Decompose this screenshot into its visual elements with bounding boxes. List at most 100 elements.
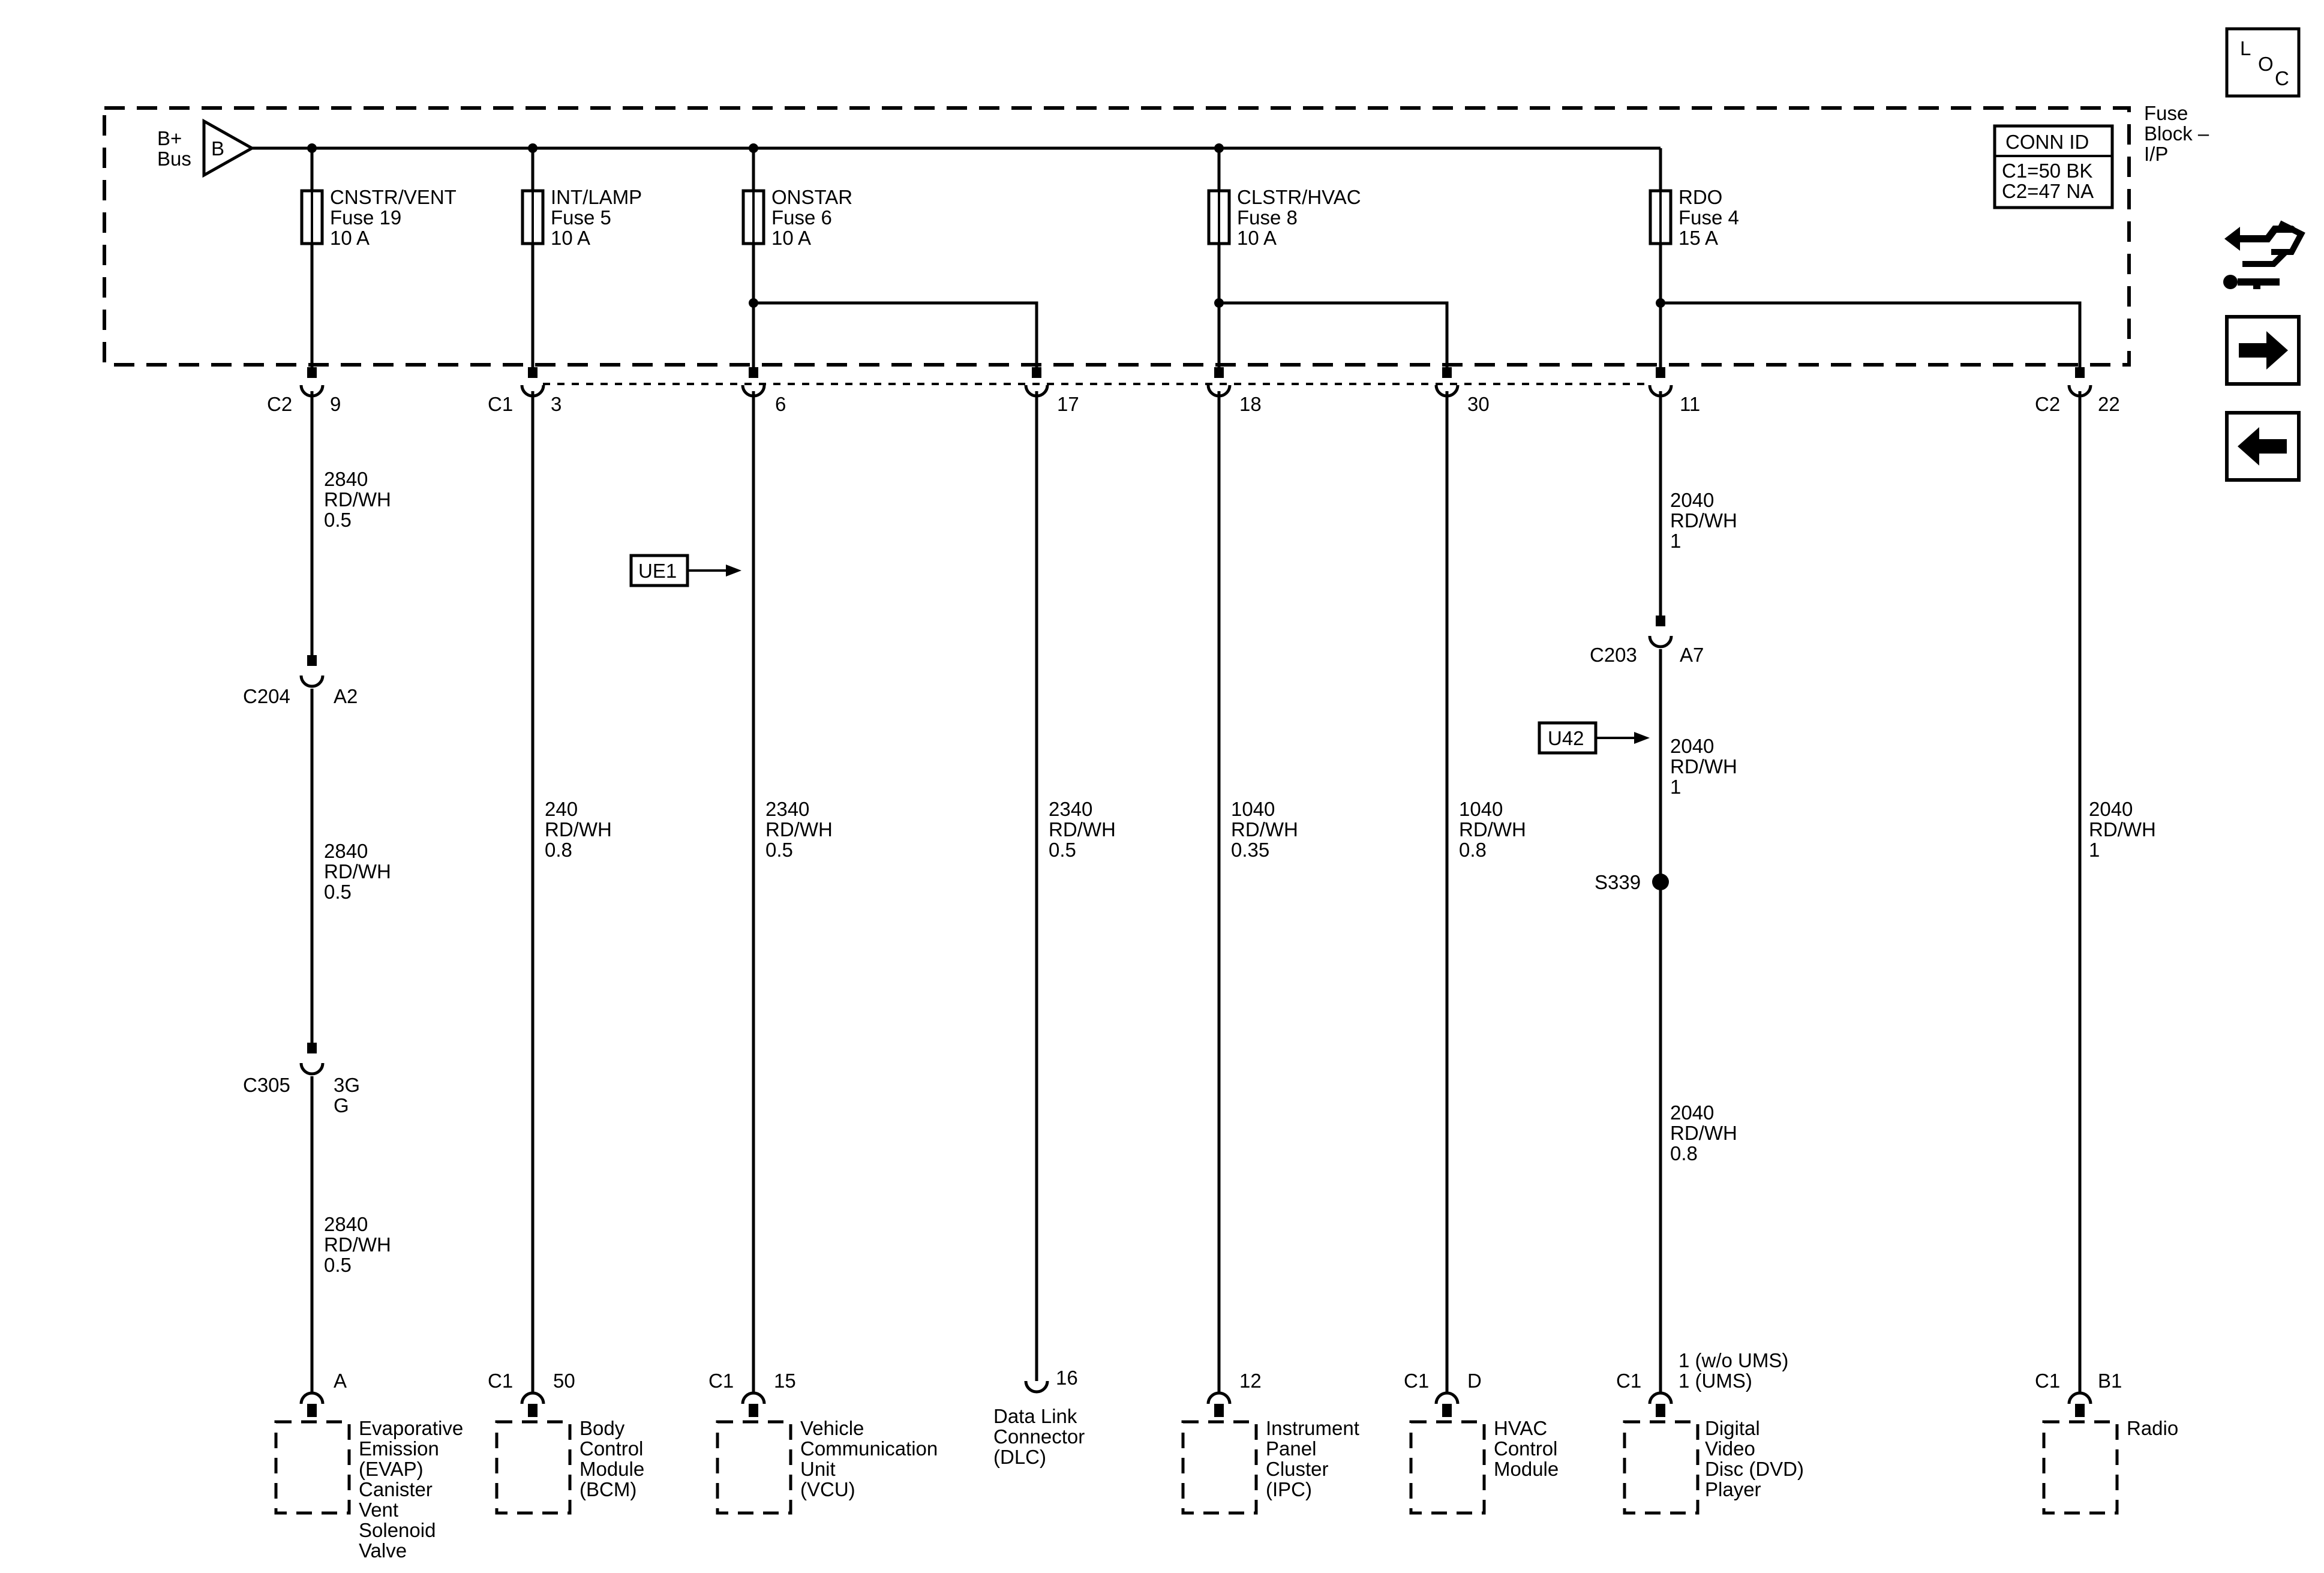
wire-color: RD/WH [2089,818,2156,840]
component-label: Emission [359,1437,439,1460]
wire-size: 0.5 [324,1254,352,1276]
fuse-rating: 10 A [1237,227,1277,249]
pin-conn: C2 [267,393,292,415]
component-conn: C1 [488,1370,513,1392]
wire-circuit: 2840 [324,468,368,490]
wire-circuit: 2340 [765,798,809,820]
component-label: Disc (DVD) [1705,1458,1804,1480]
wire-size: 1 [2089,839,2100,861]
component-hvac-control-module: C1 D HVAC Control Module [1404,1370,1559,1515]
fuse-block-label-3: I/P [2144,143,2168,165]
inline-pin: 3G [334,1074,360,1096]
inline-pin-2: G [334,1094,349,1116]
top-pin-17: 17 [1024,367,1079,415]
inline-connector-c305: C305 3G G [243,1043,360,1116]
pin-conn: C2 [2035,393,2060,415]
component-label: (IPC) [1266,1478,1312,1500]
fuse-rating: 10 A [330,227,370,249]
inline-conn: C203 [1590,644,1637,666]
bus-symbol-letter: B [211,137,224,160]
wire-circuit: 1040 [1459,798,1503,820]
internal-wiring [310,244,2082,367]
inline-connector-c204: C204 A2 [243,655,358,707]
wire-label-col8: 2040 RD/WH 1 [2089,798,2156,861]
component-body-control-module: C1 50 Body Control Module (BCM) [488,1370,644,1515]
conn-id-c1: C1=50 BK [2002,160,2092,182]
wire-circuit: 2040 [1670,489,1714,511]
component-label: Vehicle [800,1417,864,1439]
wire-label-col3: 2340 RD/WH 0.5 [765,798,833,861]
component-vehicle-communication-unit: C1 15 Vehicle Communication Unit (VCU) [708,1370,938,1515]
wire-label-col5: 1040 RD/WH 0.35 [1231,798,1298,861]
arrow-right-button[interactable] [2225,315,2301,386]
wire-color: RD/WH [1670,1122,1737,1144]
wire-size: 1 [1670,530,1681,552]
fuse-onstar: ONSTAR Fuse 6 10 A [741,148,852,249]
component-pin: 16 [1056,1367,1078,1389]
wire-circuit: 2340 [1049,798,1092,820]
top-pin-11: 11 [1648,367,1700,415]
reference-label: U42 [1548,727,1584,749]
loc-letter-c: C [2275,67,2289,89]
component-label: Connector [993,1425,1085,1448]
wire-circuit: 2040 [2089,798,2133,820]
arrow-left-icon [2238,427,2287,466]
component-label: Valve [359,1539,407,1562]
loc-letter-l: L [2240,37,2251,59]
component-label: Module [580,1458,644,1480]
pin-number: 18 [1239,393,1262,415]
component-label: Evaporative [359,1417,463,1439]
wire-circuit: 240 [545,798,578,820]
wire-size: 1 [1670,776,1681,798]
wire-size: 0.5 [1049,839,1076,861]
reference-u42[interactable]: U42 [1538,721,1650,755]
pin-number: 17 [1057,393,1079,415]
inline-connector-c203: C203 A7 [1590,616,1704,666]
wire-label-col6: 1040 RD/WH 0.8 [1459,798,1526,861]
fuse-name: CLSTR/HVAC [1237,186,1361,208]
wire-color: RD/WH [1670,755,1737,778]
pin-number: 30 [1467,393,1490,415]
fuse-block: Fuse Block – I/P B+ Bus B CONN ID C1=50 … [103,102,2209,367]
connector-tool-icon[interactable] [2223,220,2305,289]
pin-number: 22 [2098,393,2120,415]
wire-label-col4: 2340 RD/WH 0.5 [1049,798,1116,861]
fuse-number: Fuse 4 [1679,206,1739,229]
reference-ue1[interactable]: UE1 [629,554,741,587]
pin-number: 11 [1680,393,1700,415]
fuse-block-outline [103,106,2131,367]
arrow-right-icon [2239,331,2288,370]
splice-dot [1652,873,1669,890]
fuse-clstr-hvac: CLSTR/HVAC Fuse 8 10 A [1207,148,1361,249]
component-pin: 50 [553,1370,575,1392]
component-label: Video [1705,1437,1755,1460]
fuse-block-label-1: Fuse [2144,102,2188,124]
top-pin-6: 6 [741,367,786,415]
component-label: Body [580,1417,625,1439]
loc-button[interactable]: L O C [2225,27,2301,98]
component-conn: C1 [1616,1370,1641,1392]
wire-color: RD/WH [765,818,833,840]
wire-size: 0.8 [1459,839,1487,861]
component-pin: D [1467,1370,1482,1392]
top-pin-c1-3: C1 3 [488,367,562,415]
component-label: Digital [1705,1417,1760,1439]
component-label: Solenoid [359,1519,436,1541]
junction-dot [1214,298,1224,308]
fuse-number: Fuse 5 [551,206,611,229]
component-conn: C1 [708,1370,734,1392]
arrow-left-button[interactable] [2225,411,2301,482]
fuse-int-lamp: INT/LAMP Fuse 5 10 A [521,148,642,249]
wire-color: RD/WH [1049,818,1116,840]
wire-circuit: 2840 [324,1213,368,1235]
component-radio: C1 B1 Radio [2035,1370,2178,1515]
loc-letter-o: O [2258,53,2274,75]
wire-label-col7-a: 2040 RD/WH 1 [1670,489,1737,552]
fuse-cnstr-vent: CNSTR/VENT Fuse 19 10 A [300,148,457,249]
component-conn: C1 [1404,1370,1429,1392]
conn-id-c2: C2=47 NA [2002,180,2094,202]
fuse-rdo: RDO Fuse 4 15 A [1649,186,1739,249]
pin-number: 6 [775,393,786,415]
wire-circuit: 1040 [1231,798,1275,820]
component-pin: 15 [774,1370,796,1392]
